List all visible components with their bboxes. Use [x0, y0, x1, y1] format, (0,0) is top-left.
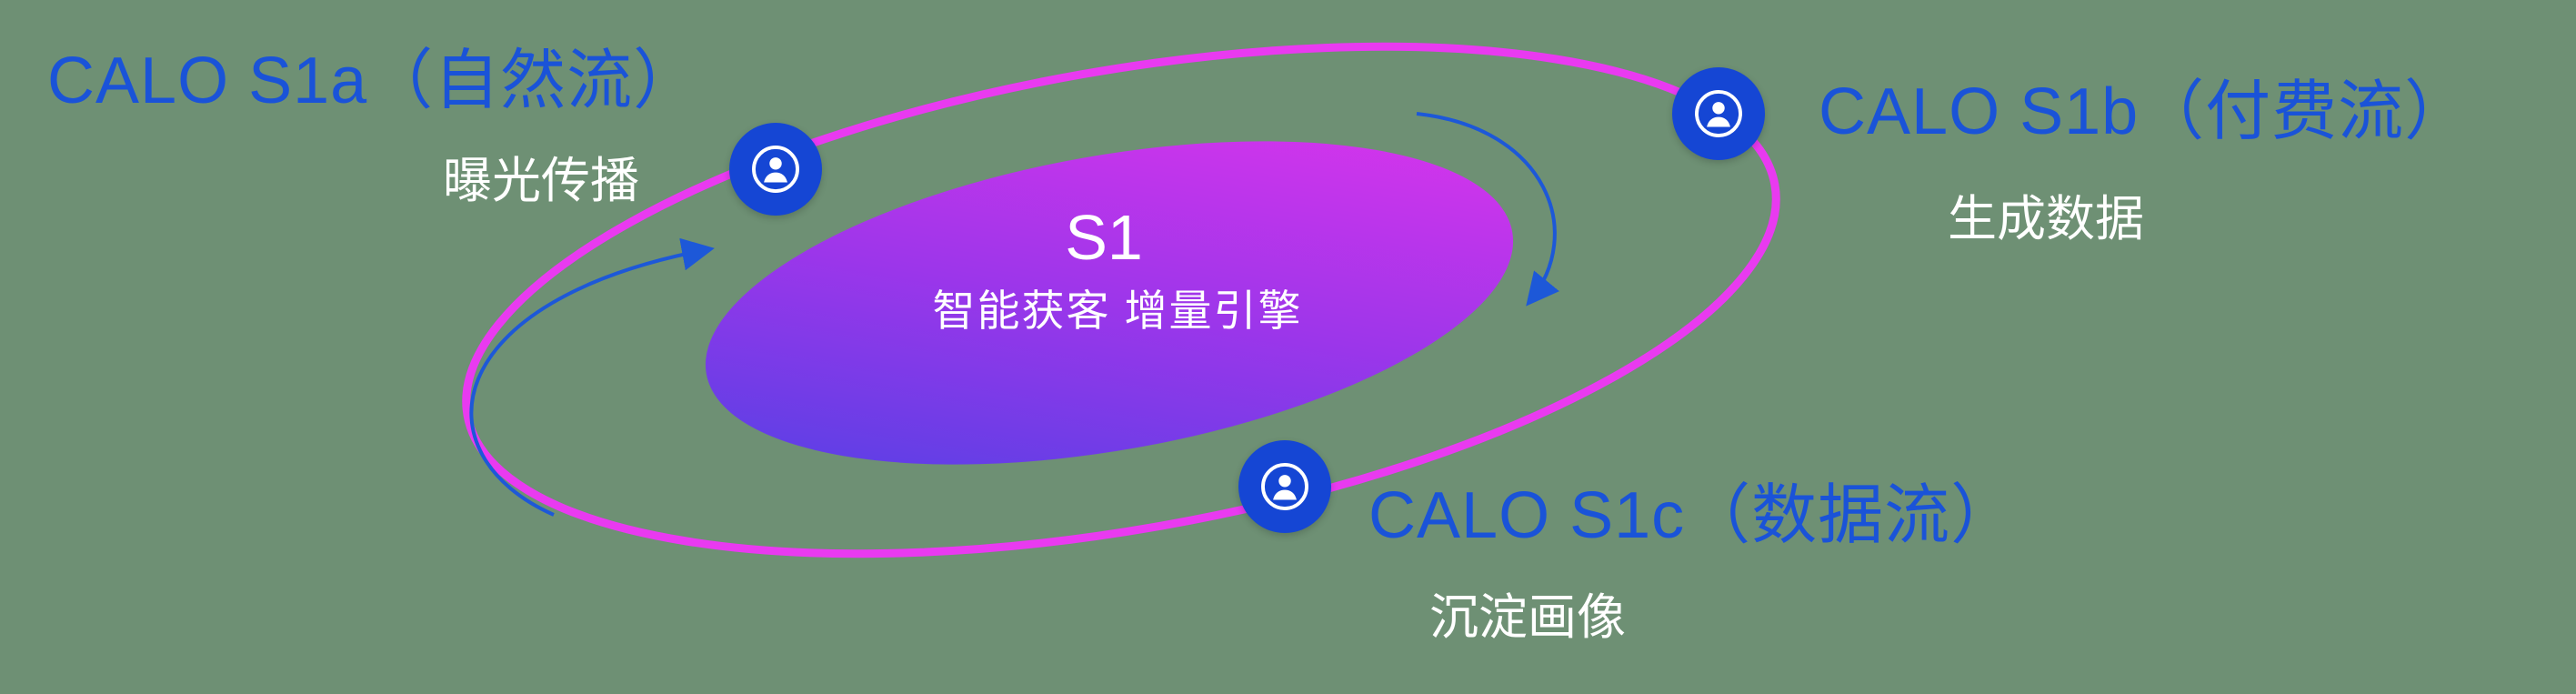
node-s1c: [1238, 440, 1331, 533]
label-s1c: CALO S1c（数据流）: [1368, 479, 2018, 552]
subtitle-s1c: 沉淀画像: [1429, 590, 1626, 645]
flow-arrow-left: [469, 237, 715, 517]
node-s1a: [729, 123, 822, 216]
flow-arrow-right: [1416, 112, 1559, 307]
user-icon: [752, 146, 799, 193]
core-ellipse: [705, 141, 1514, 465]
orbit-ring: [462, 42, 1780, 558]
core-subtitle: 智能获客 增量引擎: [932, 287, 1303, 335]
user-icon: [1261, 463, 1308, 510]
core-title: S1: [1065, 202, 1143, 273]
label-s1b: CALO S1b（付费流）: [1819, 75, 2471, 148]
user-icon: [1695, 90, 1742, 137]
subtitle-s1b: 生成数据: [1948, 192, 2144, 246]
node-s1b: [1672, 67, 1765, 160]
label-s1a: CALO S1a（自然流）: [47, 45, 700, 117]
subtitle-s1a: 曝光传播: [443, 154, 639, 208]
